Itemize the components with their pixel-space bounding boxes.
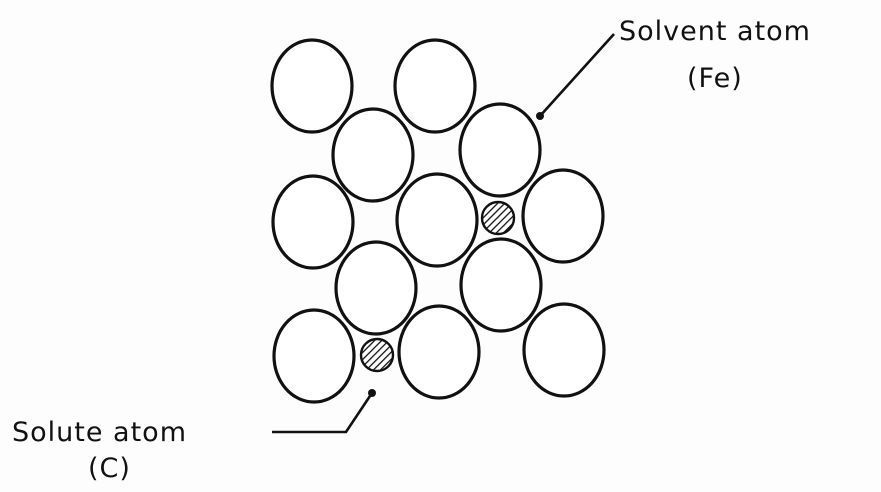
solvent-atom bbox=[274, 310, 354, 402]
solute-atom bbox=[361, 339, 393, 371]
solvent-leader-line bbox=[540, 34, 614, 116]
solute-leader-dot bbox=[368, 389, 376, 397]
solvent-atoms bbox=[272, 40, 604, 402]
solvent-atom bbox=[333, 109, 413, 201]
solvent-atom bbox=[460, 104, 540, 196]
solvent-atom-label: Solvent atom bbox=[619, 16, 811, 47]
solvent-atom bbox=[273, 176, 353, 268]
solvent-atom bbox=[336, 242, 416, 334]
solvent-atom bbox=[399, 306, 479, 398]
solvent-symbol-label: (Fe) bbox=[687, 63, 743, 94]
solvent-atom bbox=[272, 40, 352, 132]
solute-symbol-label: (C) bbox=[88, 453, 131, 484]
solvent-atom bbox=[524, 304, 604, 396]
solvent-atom bbox=[523, 170, 603, 262]
solvent-atom bbox=[397, 174, 477, 266]
solvent-atom bbox=[395, 40, 475, 132]
solvent-leader-dot bbox=[536, 112, 544, 120]
solute-atom bbox=[482, 202, 514, 234]
solvent-atom bbox=[461, 239, 541, 331]
solute-atom-label: Solute atom bbox=[12, 417, 187, 448]
